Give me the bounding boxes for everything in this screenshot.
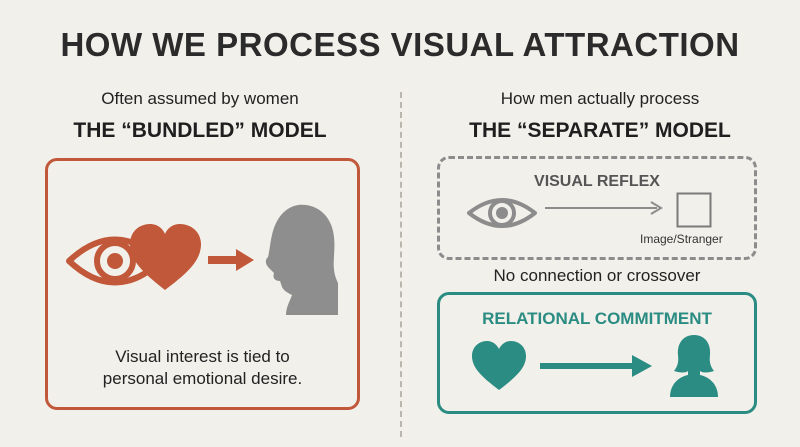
page-title: HOW WE PROCESS VISUAL ATTRACTION <box>60 26 740 63</box>
right-subtitle: How men actually process <box>500 89 700 108</box>
center-divider <box>400 92 402 437</box>
heart-icon <box>472 341 526 390</box>
image-stranger-label: Image/Stranger <box>640 232 723 246</box>
woman-silhouette-icon <box>265 204 338 315</box>
caption-line-1: Visual interest is tied to <box>115 347 290 366</box>
arrow-right-icon <box>208 249 254 271</box>
eye-icon <box>467 198 537 228</box>
no-connection-text: No connection or crossover <box>493 266 701 285</box>
visual-reflex-title: VISUAL REFLEX <box>534 173 660 190</box>
bundled-model-heading: THE “BUNDLED” MODEL <box>73 119 327 142</box>
relational-commitment-panel <box>437 292 757 414</box>
bundled-model-caption: Visual interest is tied to personal emot… <box>45 346 360 390</box>
person-icon <box>670 335 718 397</box>
empty-square-icon <box>676 192 712 228</box>
left-subtitle: Often assumed by women <box>101 89 299 108</box>
visual-reflex-panel <box>437 156 757 260</box>
arrow-right-icon <box>545 201 663 215</box>
caption-line-2: personal emotional desire. <box>102 369 303 388</box>
arrow-right-icon <box>540 355 652 377</box>
heart-icon <box>130 224 201 290</box>
bundled-model-panel <box>45 158 360 410</box>
separate-model-heading: THE “SEPARATE” MODEL <box>469 119 731 142</box>
relational-commitment-title: RELATIONAL COMMITMENT <box>482 309 712 328</box>
